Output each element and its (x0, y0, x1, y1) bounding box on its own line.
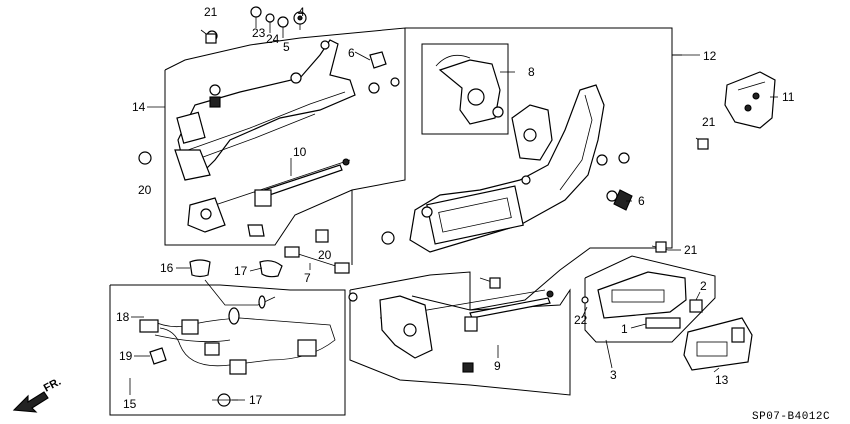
recliner-frame (381, 84, 633, 253)
bolt-21-lower (651, 241, 669, 253)
callout-19: 19 (119, 349, 133, 363)
callout-10: 10 (293, 145, 307, 159)
wire-harness-15 (139, 317, 336, 407)
switch-assembly-3 (581, 271, 703, 329)
callout-21-right: 21 (702, 115, 716, 129)
group-12-outline (351, 27, 682, 311)
bolt-21-right (695, 137, 709, 150)
callout-21-lower: 21 (684, 243, 698, 257)
group-15-outline (109, 284, 346, 416)
callout-15: 15 (123, 397, 137, 411)
front-direction-arrow: FR. (12, 376, 63, 413)
cover-11 (724, 71, 776, 129)
seat-track-assembly-14 (174, 39, 356, 181)
callout-13: 13 (715, 373, 729, 387)
direction-label: FR. (42, 376, 63, 395)
callout-6-right: 6 (638, 194, 645, 208)
motor-rod-10 (187, 158, 351, 233)
callout-9: 9 (494, 359, 501, 373)
diagram-code: SP07-B4012C (752, 411, 830, 423)
callout-7: 7 (304, 271, 311, 285)
group-9-outline (349, 271, 571, 396)
callout-17-bottom: 17 (249, 393, 263, 407)
callout-20-left: 20 (138, 183, 152, 197)
callout-14: 14 (132, 100, 146, 114)
callout-5: 5 (283, 40, 290, 54)
callout-20-mid: 20 (318, 248, 332, 262)
clip-17-top (259, 260, 283, 278)
callout-16: 16 (160, 261, 174, 275)
callout-22: 22 (574, 313, 588, 327)
callout-6-left: 6 (348, 46, 355, 60)
callout-2: 2 (700, 279, 707, 293)
callout-8: 8 (528, 65, 535, 79)
callout-23: 23 (252, 26, 266, 40)
callout-4: 4 (298, 5, 305, 19)
callout-18: 18 (116, 310, 130, 324)
callout-11: 11 (782, 90, 795, 104)
connector-7 (284, 246, 350, 274)
switch-cover-13 (683, 317, 753, 371)
washer-stack (250, 6, 307, 38)
clip-16 (189, 259, 211, 278)
motor-assembly-8-box (421, 43, 509, 135)
callout-17-top: 17 (234, 264, 248, 278)
nut-20-lower (315, 229, 329, 243)
bolt-misc (479, 277, 501, 289)
callout-1: 1 (621, 322, 628, 336)
clip-6-left (368, 51, 400, 94)
bolt-21-top (200, 29, 217, 44)
leader-lines (129, 51, 778, 401)
callout-3: 3 (610, 368, 617, 382)
harness-clamp-line (204, 279, 276, 325)
slide-motor-9 (348, 289, 554, 373)
group-14-outline (164, 27, 406, 246)
callout-21-top: 21 (204, 5, 218, 19)
group-3-outline (584, 255, 716, 343)
callout-24: 24 (266, 32, 280, 46)
callout-12: 12 (703, 49, 717, 63)
